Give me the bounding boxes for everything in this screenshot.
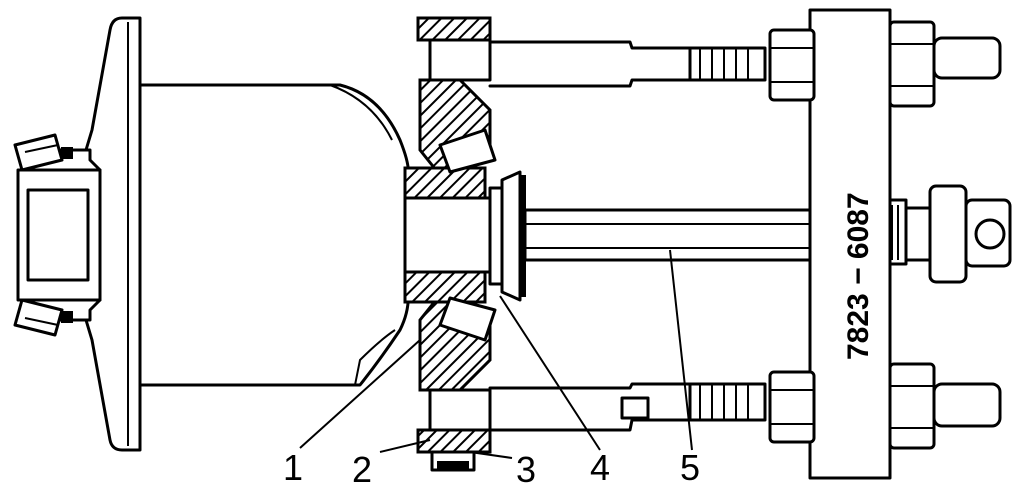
leader-4 [499, 295, 601, 451]
leader-1 [299, 339, 421, 449]
leader-5 [669, 249, 693, 451]
pusher-disk [488, 170, 526, 302]
crossbar-tool: 7823 − 6087 [808, 8, 892, 480]
leader-3 [469, 451, 513, 459]
adjuster-nuts [416, 16, 492, 472]
leader-2 [379, 439, 431, 453]
forcing-screw [523, 184, 1012, 284]
carrier-housing [13, 16, 410, 452]
callout-labels: 1 2 3 4 5 [283, 447, 700, 490]
crossbar-nuts [768, 20, 1002, 450]
side-bearing-assembly [403, 78, 497, 392]
callout-2: 2 [352, 449, 372, 490]
callout-5: 5 [680, 447, 700, 488]
tie-rods [488, 40, 767, 432]
callout-1: 1 [283, 447, 303, 488]
callout-4: 4 [590, 447, 610, 488]
tool-part-number: 7823 − 6087 [842, 192, 875, 360]
callout-3: 3 [516, 449, 536, 490]
leader-lines [299, 249, 693, 459]
